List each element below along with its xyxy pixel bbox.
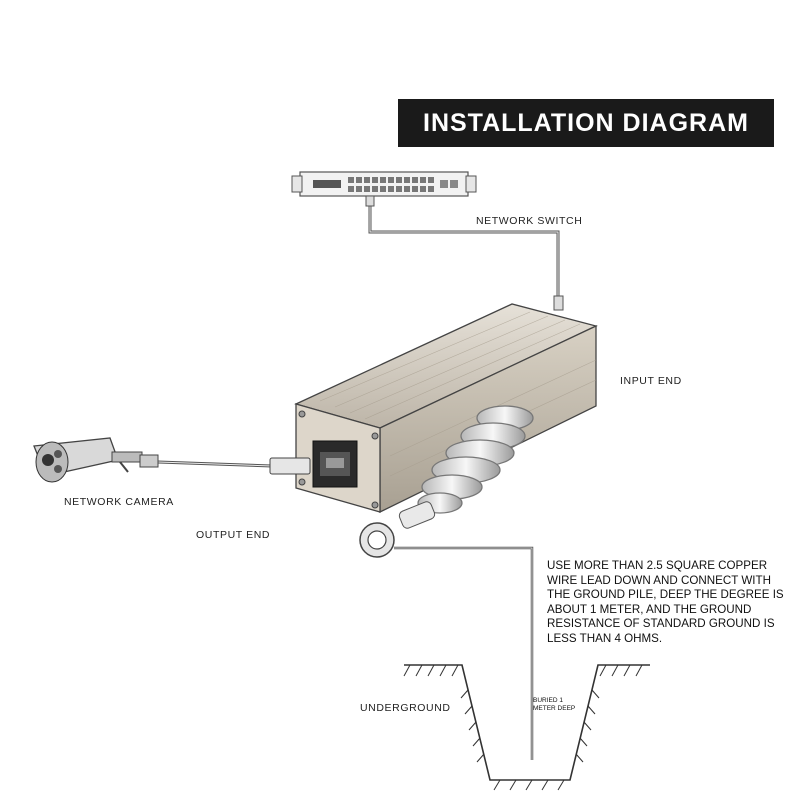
- diagram-title: INSTALLATION DIAGRAM: [398, 99, 774, 147]
- ring-terminal: [359, 501, 436, 558]
- input-plug: [553, 295, 564, 311]
- ground-hatching: [403, 664, 643, 791]
- label-output-end: OUTPUT END: [196, 529, 271, 541]
- label-input-end: INPUT END: [620, 375, 682, 387]
- coiled-ground-wire: [417, 405, 534, 514]
- ground-pit: [404, 664, 650, 781]
- label-network-camera: NETWORK CAMERA: [64, 496, 174, 508]
- switch-plug: [365, 195, 375, 207]
- ground-wire-inner: [394, 547, 533, 760]
- buried-line-1: BURIED 1: [533, 697, 563, 704]
- network-switch: [291, 171, 477, 197]
- switch-cable-inner: [369, 203, 559, 298]
- switch-ports: [348, 177, 458, 192]
- camera-cable-inner: [157, 461, 273, 467]
- label-underground: UNDERGROUND: [360, 702, 451, 714]
- ground-wire: [394, 546, 534, 760]
- grounding-note: USE MORE THAN 2.5 SQUARE COPPER WIRE LEA…: [547, 559, 784, 645]
- network-camera: [33, 437, 159, 483]
- label-network-switch: NETWORK SWITCH: [476, 215, 583, 227]
- label-buried-depth: BURIED 1 METER DEEP: [533, 697, 575, 713]
- output-plug: [269, 457, 311, 475]
- buried-line-2: METER DEEP: [533, 705, 576, 712]
